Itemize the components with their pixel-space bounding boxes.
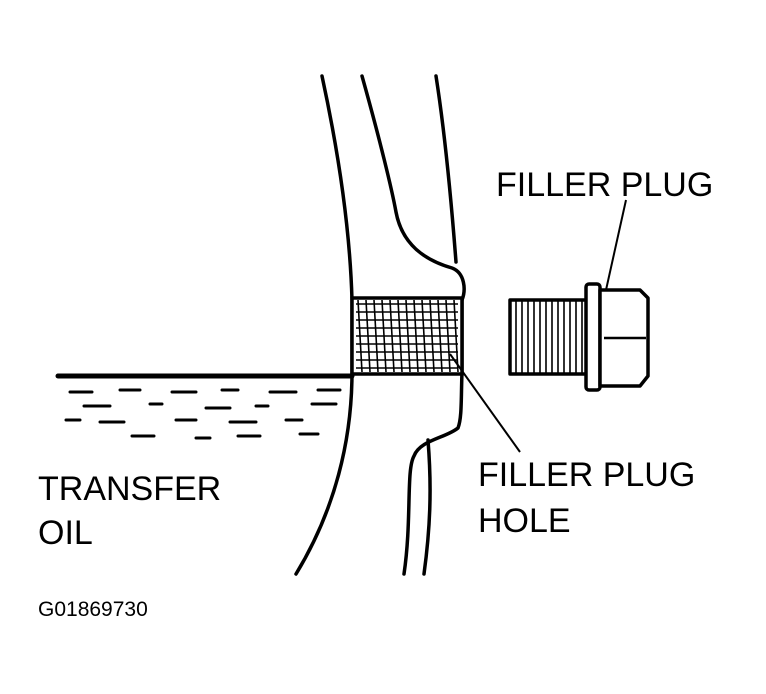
filler-plug-leader bbox=[605, 199, 627, 291]
plug-threads bbox=[515, 301, 583, 373]
oil-ripples bbox=[64, 388, 342, 440]
filler-plug-hole-label-line1: FILLER PLUG bbox=[478, 456, 695, 494]
hole-boss-right bbox=[402, 298, 464, 576]
case-back-edge-lower bbox=[422, 438, 432, 576]
case-back-edge-upper bbox=[434, 74, 458, 264]
case-outer-edge bbox=[294, 74, 354, 576]
filler-plug-hole bbox=[350, 296, 464, 376]
plug-threaded-shank bbox=[508, 298, 590, 376]
filler-plug-hole-leader bbox=[449, 353, 521, 453]
filler-plug-hole-label-line2: HOLE bbox=[478, 502, 571, 540]
transfer-oil-label-line2: OIL bbox=[38, 514, 93, 552]
figure-code: G01869730 bbox=[38, 598, 148, 621]
transfer-oil-label-line1: TRANSFER bbox=[38, 470, 221, 508]
hole-threads bbox=[356, 299, 459, 373]
filler-plug-label: FILLER PLUG bbox=[496, 166, 713, 204]
leader-lines bbox=[449, 199, 627, 453]
filler-plug bbox=[508, 282, 650, 392]
case-inner-edge-upper bbox=[360, 74, 466, 302]
plug-gasket bbox=[584, 282, 602, 392]
transfer-oil bbox=[55, 373, 355, 440]
